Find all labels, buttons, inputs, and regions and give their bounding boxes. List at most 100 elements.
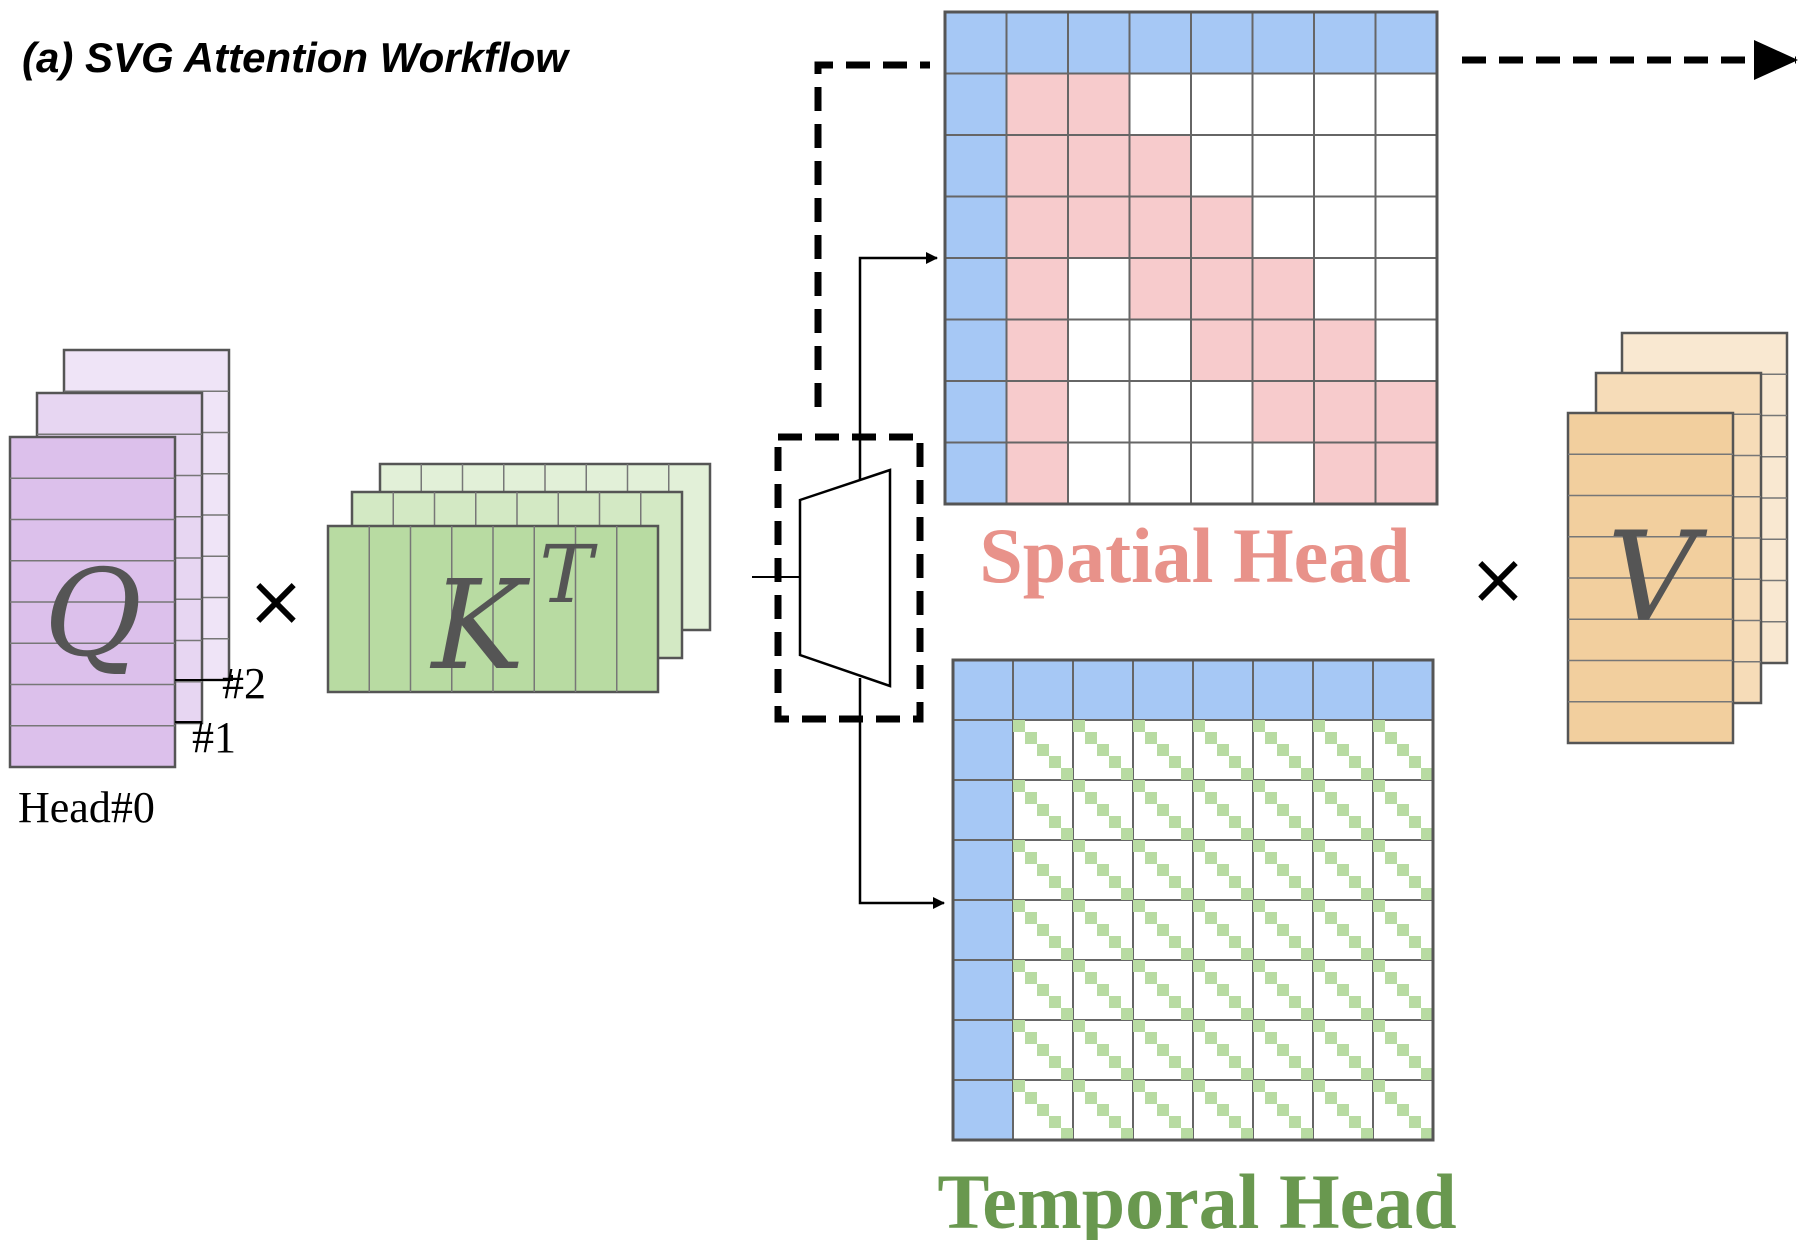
temporal-mask-block	[1241, 828, 1253, 840]
spatial-cell	[1067, 318, 1131, 382]
spatial-cell	[1067, 380, 1131, 444]
temporal-mask-block	[1037, 984, 1049, 996]
temporal-cell	[1252, 659, 1314, 721]
temporal-cell	[952, 899, 1014, 961]
multiply-sign-1: ×	[247, 560, 306, 642]
temporal-mask-block	[1097, 1104, 1109, 1116]
temporal-mask-block	[1121, 768, 1133, 780]
temporal-mask-block	[1385, 912, 1397, 924]
spatial-cell	[1067, 134, 1131, 198]
temporal-mask-block	[1193, 960, 1205, 972]
q-head-label-1: #1	[192, 713, 236, 762]
temporal-mask-block	[1025, 792, 1037, 804]
spatial-cell	[1128, 195, 1192, 259]
temporal-cell	[1192, 659, 1254, 721]
temporal-mask-block	[1049, 1056, 1061, 1068]
router-trapezoid-icon	[798, 468, 892, 688]
temporal-mask-block	[1253, 720, 1265, 732]
temporal-mask-block	[1073, 1080, 1085, 1092]
router-dashed-box	[774, 433, 924, 723]
temporal-mask-block	[1217, 1104, 1229, 1116]
spatial-cell	[1005, 195, 1069, 259]
temporal-mask-block	[1241, 948, 1253, 960]
temporal-mask-block	[1265, 1032, 1277, 1044]
spatial-cell	[1128, 441, 1192, 505]
temporal-mask-block	[1349, 1056, 1361, 1068]
temporal-mask-block	[1229, 1056, 1241, 1068]
temporal-mask-block	[1265, 972, 1277, 984]
temporal-mask-block	[1169, 936, 1181, 948]
temporal-cell	[1132, 659, 1194, 721]
temporal-mask-block	[1037, 1104, 1049, 1116]
temporal-mask-block	[1085, 732, 1097, 744]
spatial-cell	[1067, 441, 1131, 505]
temporal-mask-block	[1289, 996, 1301, 1008]
temporal-mask-block	[1181, 1008, 1193, 1020]
temporal-mask-block	[1397, 744, 1409, 756]
temporal-mask-block	[1325, 1032, 1337, 1044]
temporal-mask-block	[1349, 996, 1361, 1008]
temporal-mask-block	[1013, 840, 1025, 852]
temporal-mask-block	[1133, 720, 1145, 732]
temporal-mask-block	[1121, 1128, 1133, 1140]
temporal-mask-block	[1301, 948, 1313, 960]
spatial-cell	[1005, 380, 1069, 444]
temporal-mask-block	[1349, 1116, 1361, 1128]
temporal-mask-block	[1109, 1116, 1121, 1128]
spatial-cell	[1251, 318, 1315, 382]
temporal-mask-block	[1277, 984, 1289, 996]
temporal-mask-block	[1373, 960, 1385, 972]
temporal-mask-block	[1277, 924, 1289, 936]
spatial-cell	[1374, 380, 1438, 444]
temporal-mask-block	[1037, 1044, 1049, 1056]
temporal-cell	[952, 659, 1014, 721]
temporal-mask-block	[1397, 864, 1409, 876]
temporal-mask-block	[1397, 804, 1409, 816]
temporal-mask-block	[1289, 876, 1301, 888]
temporal-mask-block	[1049, 876, 1061, 888]
temporal-mask-block	[1049, 816, 1061, 828]
spatial-cell	[1128, 72, 1192, 136]
temporal-mask-block	[1121, 948, 1133, 960]
temporal-mask-block	[1229, 1116, 1241, 1128]
temporal-mask-block	[1193, 1020, 1205, 1032]
temporal-mask-block	[1361, 948, 1373, 960]
spatial-cell	[944, 257, 1008, 321]
temporal-mask-block	[1313, 900, 1325, 912]
temporal-mask-block	[1049, 996, 1061, 1008]
spatial-cell	[1190, 134, 1254, 198]
temporal-mask-block	[1169, 1116, 1181, 1128]
temporal-mask-block	[1289, 1116, 1301, 1128]
temporal-mask-block	[1301, 888, 1313, 900]
temporal-mask-block	[1229, 756, 1241, 768]
temporal-mask-block	[1025, 1092, 1037, 1104]
temporal-mask-block	[1253, 780, 1265, 792]
temporal-mask-block	[1421, 828, 1433, 840]
temporal-mask-block	[1181, 888, 1193, 900]
temporal-mask-block	[1229, 936, 1241, 948]
temporal-mask-block	[1241, 1128, 1253, 1140]
temporal-mask-block	[1421, 1128, 1433, 1140]
temporal-mask-block	[1337, 744, 1349, 756]
temporal-mask-block	[1385, 732, 1397, 744]
temporal-mask-block	[1361, 1068, 1373, 1080]
temporal-cell	[952, 779, 1014, 841]
spatial-cell	[1374, 195, 1438, 259]
temporal-mask-block	[1277, 744, 1289, 756]
temporal-mask-block	[1169, 816, 1181, 828]
spatial-cell	[1313, 257, 1377, 321]
temporal-mask-block	[1277, 864, 1289, 876]
q-symbol: Q	[44, 545, 142, 684]
temporal-mask-block	[1049, 936, 1061, 948]
temporal-mask-block	[1361, 888, 1373, 900]
temporal-mask-block	[1157, 864, 1169, 876]
temporal-mask-block	[1349, 876, 1361, 888]
temporal-mask-block	[1169, 996, 1181, 1008]
temporal-mask-block	[1181, 828, 1193, 840]
temporal-mask-block	[1049, 1116, 1061, 1128]
temporal-mask-block	[1385, 792, 1397, 804]
temporal-border	[951, 658, 1435, 1142]
temporal-mask-block	[1085, 1032, 1097, 1044]
temporal-mask-block	[1025, 972, 1037, 984]
temporal-mask-block	[1397, 984, 1409, 996]
